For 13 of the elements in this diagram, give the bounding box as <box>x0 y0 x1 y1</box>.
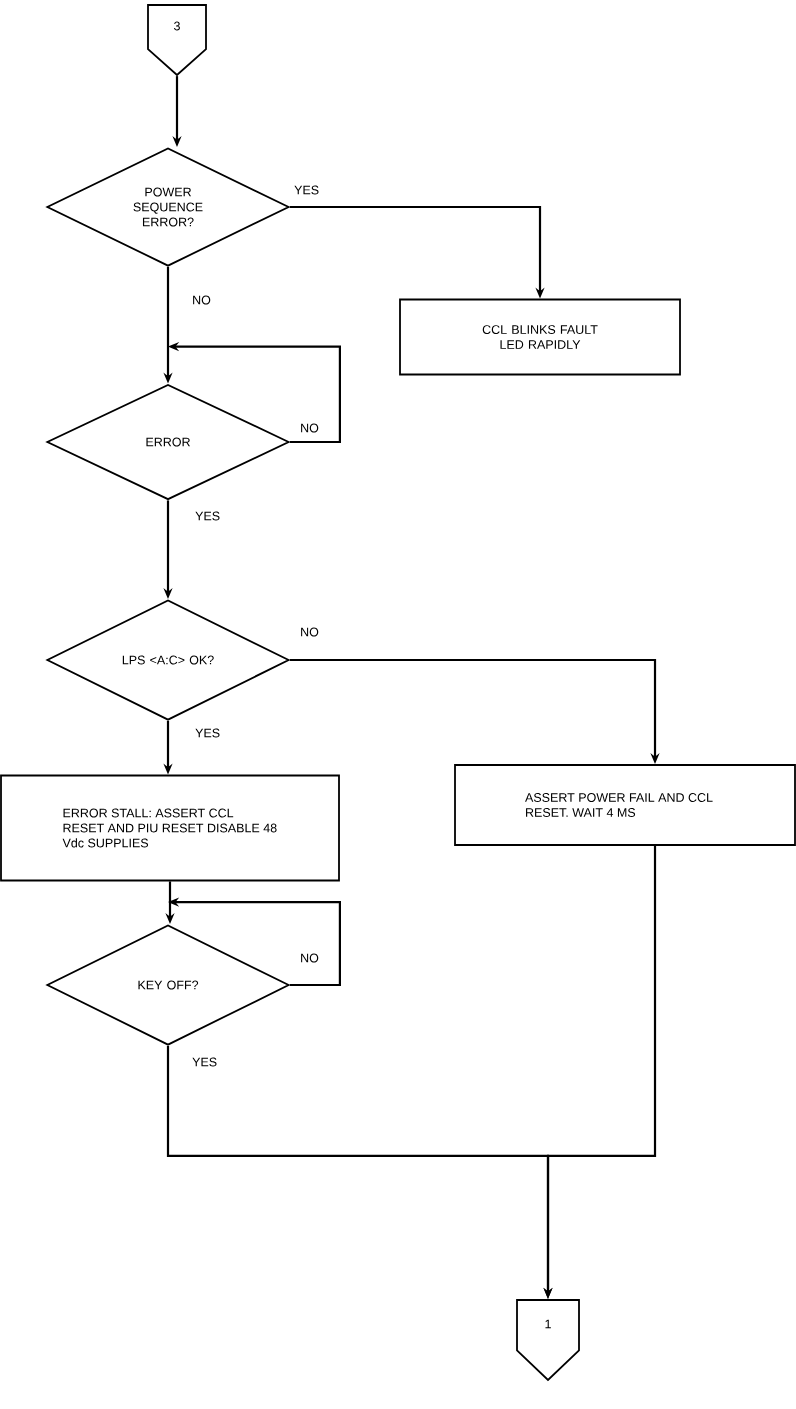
edge-label: NO <box>193 295 211 305</box>
process-box: ERROR STALL: ASSERT CCL RESET AND PIU RESET DISABLE 48 Vdc SUPPLIES <box>0 774 340 882</box>
process-box: ASSERT POWER FAIL AND CCL RESET. WAIT 4 MS <box>454 764 796 846</box>
edge-label: YES <box>195 728 220 738</box>
edge-label: NO <box>301 423 319 433</box>
process-box: CCL BLINKS FAULT LED RAPIDLY <box>399 298 681 376</box>
offpage-connector: 3 <box>147 4 207 77</box>
edge-label: NO <box>301 953 319 963</box>
edge-label: YES <box>192 1057 217 1067</box>
edge-label: NO <box>301 627 319 637</box>
offpage-connector: 1 <box>516 1299 580 1382</box>
edge-label: YES <box>195 511 220 521</box>
edge-label: YES <box>294 185 319 195</box>
